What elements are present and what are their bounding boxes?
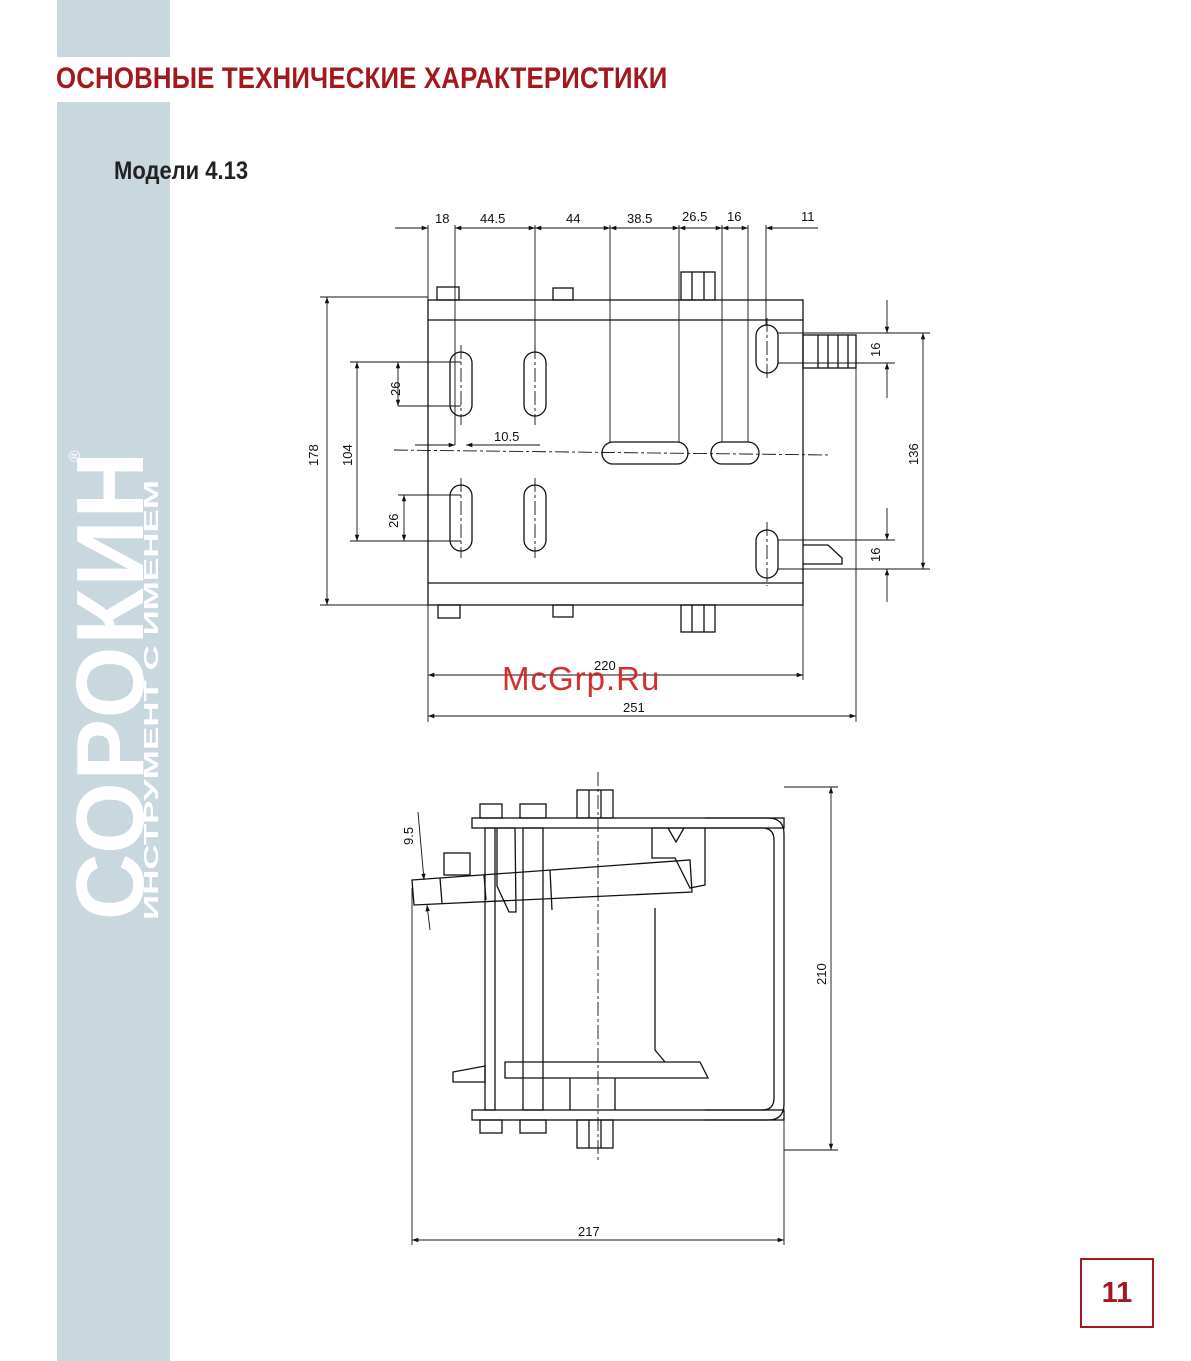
bolt-top-3 xyxy=(681,272,715,300)
dim-10-5: 10.5 xyxy=(494,429,519,444)
dim-210: 210 xyxy=(814,963,829,985)
top-view xyxy=(320,225,930,722)
dim-38-5: 38.5 xyxy=(627,211,652,226)
top-view-dimensions: 18 44.5 44 38.5 26.5 16 11 10.5 178 104 … xyxy=(306,209,921,715)
side-view-dimensions: 9.5 210 217 xyxy=(401,827,829,1239)
bolt-bottom-3 xyxy=(681,605,715,632)
page-number: 11 xyxy=(1102,1277,1133,1310)
dim-26-5: 26.5 xyxy=(682,209,707,224)
bolt-top-2 xyxy=(553,288,573,300)
dim-44: 44 xyxy=(566,211,580,226)
top-plate xyxy=(428,300,803,605)
dim-178: 178 xyxy=(306,444,321,466)
dim-9-5: 9.5 xyxy=(401,827,416,845)
dim-16-top: 16 xyxy=(727,209,741,224)
dim-104: 104 xyxy=(340,444,355,466)
page-number-box: 11 xyxy=(1080,1258,1154,1328)
dim-18: 18 xyxy=(435,211,449,226)
bolt-bottom-1 xyxy=(438,605,460,618)
dim-251: 251 xyxy=(623,700,645,715)
dim-26-upper: 26 xyxy=(388,382,403,396)
side-view xyxy=(412,772,838,1245)
dim-16-upper: 16 xyxy=(868,343,883,357)
dim-217: 217 xyxy=(578,1224,600,1239)
dim-16-lower: 16 xyxy=(868,548,883,562)
dim-44-5: 44.5 xyxy=(480,211,505,226)
watermark: McGrp.Ru xyxy=(502,660,660,698)
dim-11: 11 xyxy=(801,209,815,224)
bolt-bottom-2 xyxy=(553,605,573,617)
bolt-top-1 xyxy=(437,287,459,300)
dim-136: 136 xyxy=(906,443,921,465)
dim-26-lower: 26 xyxy=(386,514,401,528)
